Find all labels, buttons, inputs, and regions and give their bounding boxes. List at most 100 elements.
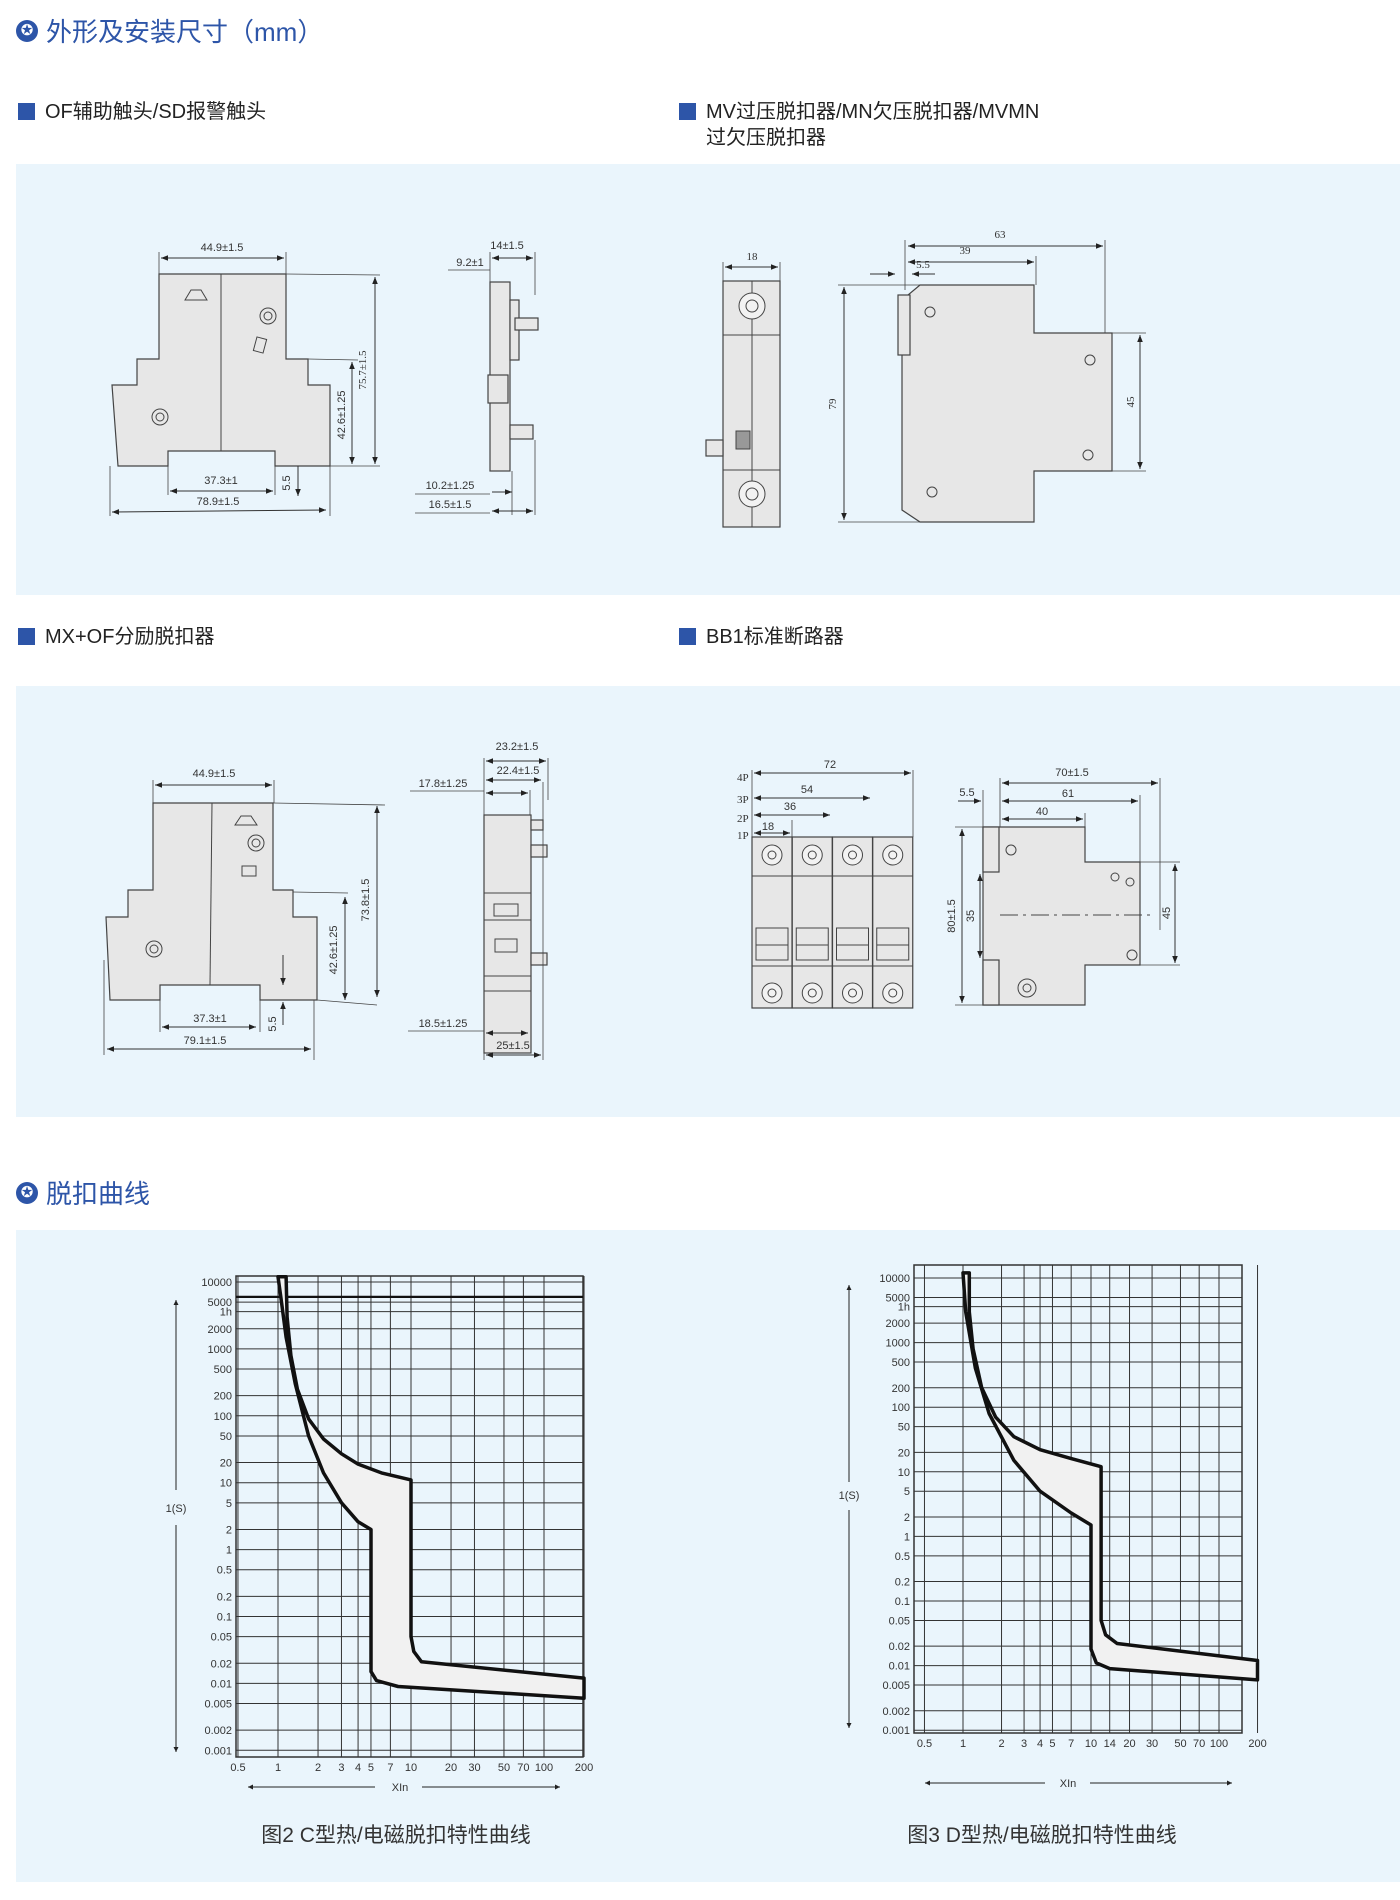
screw-icon (1082, 449, 1094, 461)
y-tick-label: 10000 (201, 1277, 232, 1289)
x-tick-label: 5 (368, 1762, 374, 1774)
y-tick-label: 1000 (208, 1344, 232, 1356)
dim-label: 42.6±1.25 (328, 926, 340, 975)
toggle-handle (836, 927, 869, 961)
x-tick-label: 14 (1104, 1738, 1116, 1750)
x-tick-label: 10 (1085, 1738, 1097, 1750)
trip-curve-band (961, 1271, 1260, 1682)
terminal-screw-inner (848, 850, 857, 860)
subheading-mx-of: MX+OF分励脱扣器 (18, 624, 214, 650)
dim-label: 42.6±1.25 (336, 391, 348, 440)
chart-caption: 图2 C型热/电磁脱扣特性曲线 (261, 1824, 531, 1847)
subheading-of-sd: OF辅助触头/SD报警触头 (18, 99, 266, 125)
dim-label: 72 (824, 759, 836, 771)
terminal-screw-icon (738, 480, 766, 508)
dim-label: 54 (801, 784, 813, 796)
y-tick-label: 2000 (208, 1324, 232, 1336)
pole-body (872, 836, 914, 1009)
y-tick-label: 5000 (886, 1292, 910, 1304)
y-tick-label: 20 (898, 1447, 910, 1459)
x-tick-label: 1 (275, 1762, 281, 1774)
y-tick-label: 10 (220, 1478, 232, 1490)
dim-label: 45 (1125, 396, 1137, 408)
y-tick-label: 0.001 (204, 1745, 232, 1757)
x-axis-label: XIn (1060, 1778, 1077, 1790)
dim-label: 35 (965, 910, 977, 922)
section-title-curves: ✪ 脱扣曲线 (16, 1174, 150, 1211)
y-tick-label: 100 (892, 1402, 910, 1414)
dim-label: 79.1±1.5 (184, 1035, 227, 1047)
y-tick-label: 20 (220, 1458, 232, 1470)
drawing-mx-side: 23.2±1.5 22.4±1.5 17.8±1.25 18.5±1.25 25… (408, 741, 549, 1060)
y-tick-label: 100 (214, 1411, 232, 1423)
dim-label: 70±1.5 (1055, 767, 1089, 779)
section-title-text: 外形及安装尺寸（mm） (46, 17, 324, 47)
x-tick-label: 3 (1021, 1738, 1027, 1750)
plot-frame (913, 1264, 1243, 1734)
terminal-screw-icon (801, 982, 823, 1004)
dim-label: 79 (827, 398, 839, 410)
x-tick-label: 70 (1193, 1738, 1205, 1750)
toggle-handle (876, 927, 910, 961)
subheading-text: OF辅助触头/SD报警触头 (45, 101, 267, 123)
drawing-mv-front: 18 (705, 251, 781, 528)
y-axis-label: 1(S) (839, 1490, 860, 1502)
dim-label: 63 (995, 229, 1007, 241)
terminal-screw-inner (888, 988, 898, 998)
x-tick-label: 20 (445, 1762, 457, 1774)
y-tick-label: 5000 (208, 1297, 232, 1309)
square-bullet-icon (18, 628, 35, 645)
x-tick-label: 10 (405, 1762, 417, 1774)
terminal-screw-icon (882, 844, 904, 866)
x-tick-label: 200 (1248, 1738, 1266, 1750)
y-tick-label: 2 (226, 1524, 232, 1536)
screw-icon (151, 408, 169, 426)
terminal-screw-inner (767, 988, 777, 998)
drawing-of-front: 44.9±1.5 75.7±1.5 42.6±1.25 37.3±1 78.9±… (109, 242, 381, 516)
x-tick-label: 30 (1146, 1738, 1158, 1750)
x-tick-label: 2 (998, 1738, 1004, 1750)
subheading-text: BB1标准断路器 (706, 626, 844, 648)
dim-label: 36 (784, 801, 796, 813)
screw-icon (926, 486, 938, 498)
section-title-dimensions: ✪ 外形及安装尺寸（mm） (16, 12, 323, 49)
terminal-screw-icon (738, 292, 766, 320)
x-tick-label: 100 (535, 1762, 553, 1774)
square-bullet-icon (679, 103, 696, 120)
x-tick-label: 200 (575, 1762, 593, 1774)
dim-label: 61 (1062, 788, 1074, 800)
dim-label: 14±1.5 (490, 240, 524, 252)
y-tick-label: 0.02 (211, 1658, 232, 1670)
y-tick-label: 0.5 (895, 1551, 910, 1563)
dim-label: 10.2±1.25 (426, 480, 475, 492)
dim-label: 78.9±1.5 (197, 496, 240, 508)
x-tick-label: 2 (315, 1762, 321, 1774)
x-tick-label: 3 (338, 1762, 344, 1774)
pole-label: 4P (737, 772, 749, 784)
terminal-screw-inner (888, 850, 898, 860)
terminal-screw-icon (842, 982, 863, 1004)
terminal-screw-icon (761, 844, 783, 866)
trip-curve-band (276, 1274, 586, 1700)
y-tick-label: 200 (892, 1383, 910, 1395)
y-tick-label: 5 (226, 1498, 232, 1510)
plot-frame (235, 1275, 584, 1758)
y-tick-label: 5 (904, 1486, 910, 1498)
drawing-of-side: 14±1.5 9.2±1 10.2±1.25 16.5±1.5 (415, 240, 539, 515)
y-tick-label: 0.002 (204, 1725, 232, 1737)
x-tick-label: 20 (1123, 1738, 1135, 1750)
y-tick-label: 0.001 (882, 1725, 910, 1737)
drawing-bb1-side: 70±1.5 61 40 5.5 80±1.5 35 45 (946, 767, 1180, 1006)
subheading-text: MX+OF分励脱扣器 (45, 626, 215, 648)
dim-label: 23.2±1.5 (496, 741, 539, 753)
toggle-handle (795, 927, 829, 961)
terminal-screw-icon (801, 844, 823, 866)
y-tick-label: 2 (904, 1512, 910, 1524)
dim-label: 18 (747, 251, 759, 263)
subheading-line-1: MV过压脱扣器/MN欠压脱扣器/MVMN (706, 101, 1040, 123)
terminal-screw-inner (807, 850, 817, 860)
